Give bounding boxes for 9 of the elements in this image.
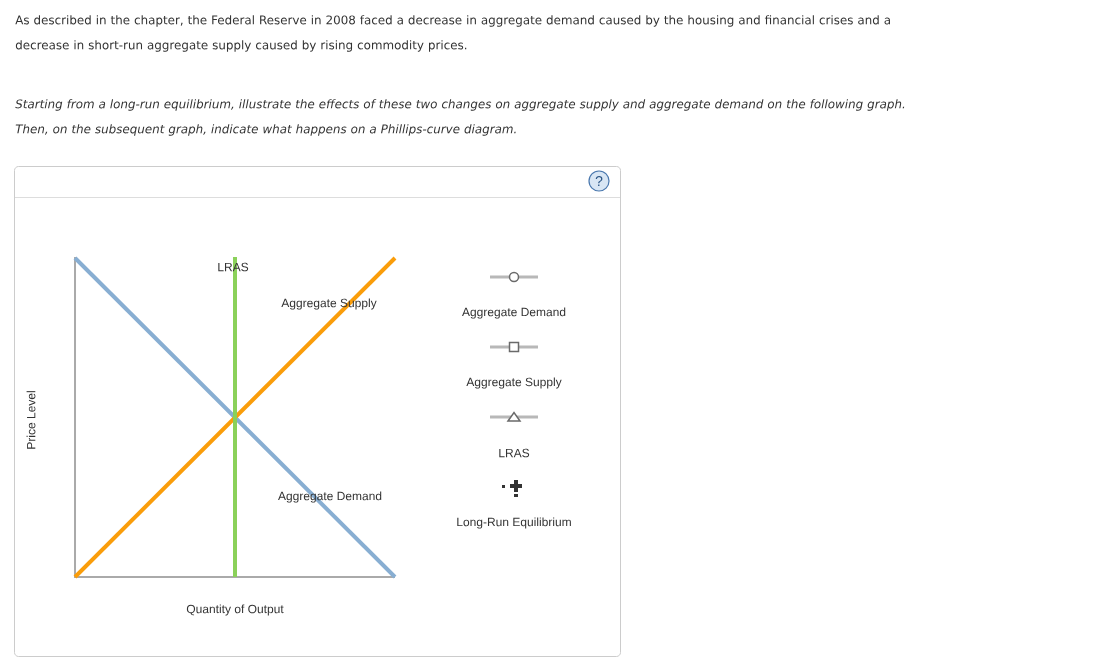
- instruction-text: As described in the chapter, the Federal Reserve in 2008 faced a decrease in aggregate demand caused by the housing and financial crises and a decrease in short-run aggregate supply caused by rising commodity prices.: [15, 15, 890, 52]
- legend-label: Long-Run Equilibrium: [457, 517, 571, 529]
- axis-title: Price Level: [26, 391, 36, 449]
- help-button: ?: [588, 170, 610, 192]
- legend-label: LRAS: [499, 448, 530, 458]
- legend-label: Aggregate Supply: [466, 377, 562, 389]
- instruction-text: Starting from a long-run equilibrium, illustrate the effects of these two changes on aggregate supply and aggregate demand on the following graph. Then, on the subsequent graph, indicate what happens on a Phillips-curve diagram.: [15, 99, 905, 136]
- axis-title: Quantity of Output: [186, 604, 284, 616]
- legend-label: Aggregate Demand: [462, 307, 566, 319]
